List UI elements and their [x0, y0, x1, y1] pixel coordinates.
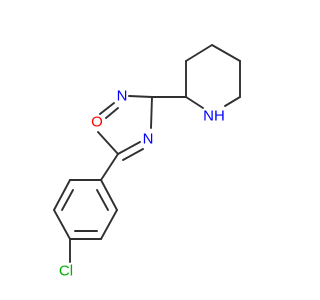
bond-ph-c2-c3-inner: [61, 189, 74, 211]
bond-n4-c3: [150, 96, 153, 129]
atom-labels: O N N NH Cl: [59, 88, 225, 280]
bond-pip-c6-n: [224, 96, 241, 107]
bond-ph-c3-c4: [53, 209, 71, 240]
atom-nitrogen-2-label: N: [117, 88, 128, 105]
bond-ph-c5-c6: [100, 209, 118, 240]
bond-pip-n-c2: [185, 96, 204, 109]
bond-pip-c3-c4: [185, 44, 213, 62]
bond-o1-c5: [97, 131, 119, 155]
atom-chlorine-label: Cl: [59, 263, 73, 280]
bond-c5-phenyl: [100, 153, 119, 181]
bond-pip-c4-c5: [211, 44, 241, 62]
bond-c5-n4: [117, 141, 141, 155]
bond-ph-c2-c3: [53, 179, 71, 211]
atom-nitrogen-4-label: N: [143, 131, 154, 148]
bond-n2-o1: [99, 102, 115, 115]
bond-c5-n4-double: [122, 148, 144, 161]
bond-c3-n2: [128, 95, 153, 98]
atom-piperidine-nh-label: NH: [203, 108, 225, 125]
bond-ph-c6-c1: [100, 179, 118, 211]
bond-n2-o1-double: [105, 107, 119, 119]
bond-ph-c6-c1-inner: [96, 189, 109, 211]
atom-oxygen-label: O: [91, 114, 103, 131]
bonds: [53, 44, 241, 263]
molecule-structure: O N N NH Cl: [53, 44, 241, 280]
